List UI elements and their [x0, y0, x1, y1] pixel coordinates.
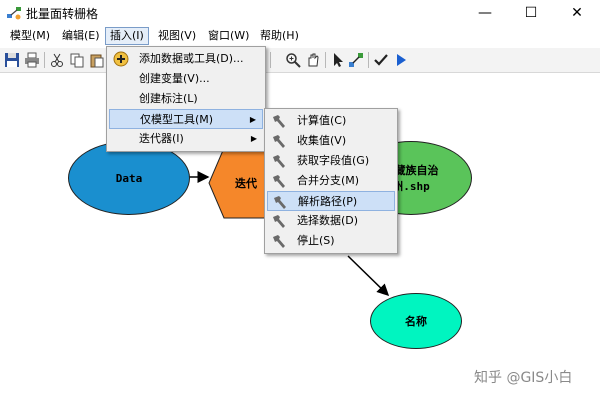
output-to-name-arrow [347, 255, 390, 297]
connect-icon[interactable] [348, 52, 364, 68]
hammer-icon [273, 155, 285, 168]
save-icon[interactable] [4, 52, 20, 68]
connector-lines [188, 171, 390, 297]
maximize-button[interactable]: ☐ [524, 5, 538, 21]
pan-hand-icon[interactable] [305, 52, 321, 68]
submenu-arrow-icon: ▶ [249, 115, 256, 124]
hammer-icon [274, 196, 286, 209]
menu-item-label: 停止(S) [297, 234, 335, 247]
menu-item-add-data[interactable]: 添加数据或工具(D)... [109, 49, 263, 69]
watermark: 知乎 @GIS小白 [474, 370, 573, 386]
zoom-in-icon[interactable] [285, 52, 301, 68]
paste-icon[interactable] [89, 52, 105, 68]
minimize-button[interactable]: — [478, 5, 492, 21]
window-title: 批量面转栅格 [26, 7, 99, 21]
toolbar [0, 48, 600, 73]
model-only-tools-menu: 计算值(C) 收集值(V) 获取字段值(G) 合并分支(M) 解析路径(P) 选… [264, 108, 398, 254]
output-node-label-line2: 州.shp [392, 180, 430, 193]
copy-icon[interactable] [69, 52, 85, 68]
print-icon[interactable] [24, 52, 40, 68]
menu-item-label: 解析路径(P) [298, 195, 358, 208]
menu-window[interactable]: 窗口(W) [208, 29, 250, 42]
menu-item-label: 迭代器(I) [139, 132, 184, 145]
menu-item-label: 计算值(C) [297, 114, 347, 127]
menu-insert[interactable]: 插入(I) [105, 27, 149, 45]
menu-item-label: 合并分支(M) [297, 174, 360, 187]
cut-icon[interactable] [49, 52, 65, 68]
menu-item-label: 创建标注(L) [139, 92, 198, 105]
menu-item-iterators[interactable]: 迭代器(I) ▶ [109, 129, 263, 149]
menu-model[interactable]: 模型(M) [10, 29, 51, 42]
menu-edit[interactable]: 编辑(E) [62, 29, 100, 42]
menu-item-collect-values[interactable]: 收集值(V) [267, 131, 395, 151]
hammer-icon [273, 175, 285, 188]
menu-bar: 模型(M) 编辑(E) 插入(I) 视图(V) 窗口(W) 帮助(H) [0, 26, 600, 46]
data-node[interactable]: Data [68, 141, 190, 215]
name-node-label: 名称 [405, 315, 427, 328]
toolbar-separator [44, 52, 45, 68]
hammer-icon [273, 115, 285, 128]
menu-item-label: 仅模型工具(M) [140, 113, 214, 126]
data-node-label: Data [115, 171, 143, 185]
close-button[interactable]: ✕ [571, 5, 583, 21]
toolbar-separator [368, 52, 369, 68]
menu-item-model-only-tools[interactable]: 仅模型工具(M) ▶ [109, 109, 263, 129]
menu-item-label: 添加数据或工具(D)... [139, 52, 244, 65]
toolbar-separator [325, 52, 326, 68]
menu-item-select-data[interactable]: 选择数据(D) [267, 211, 395, 231]
hammer-icon [273, 215, 285, 228]
menu-item-label: 获取字段值(G) [297, 154, 370, 167]
toolbar-separator [270, 52, 271, 68]
menu-item-merge-branch[interactable]: 合并分支(M) [267, 171, 395, 191]
menu-help[interactable]: 帮助(H) [260, 29, 299, 42]
menu-item-parse-path[interactable]: 解析路径(P) [267, 191, 395, 211]
model-builder-icon [7, 7, 21, 20]
menu-item-create-label[interactable]: 创建标注(L) [109, 89, 263, 109]
menu-item-calculate-value[interactable]: 计算值(C) [267, 111, 395, 131]
hammer-icon [273, 235, 285, 248]
menu-item-label: 选择数据(D) [297, 214, 359, 227]
menu-item-get-field-value[interactable]: 获取字段值(G) [267, 151, 395, 171]
menu-view[interactable]: 视图(V) [158, 29, 197, 42]
menu-item-label: 收集值(V) [297, 134, 347, 147]
validate-check-icon[interactable] [373, 52, 389, 68]
plus-icon [113, 51, 129, 67]
iterator-node-label-wrap: 迭代 [226, 147, 266, 219]
insert-menu: 添加数据或工具(D)... 创建变量(V)... 创建标注(L) 仅模型工具(M… [106, 46, 266, 152]
menu-item-stop[interactable]: 停止(S) [267, 231, 395, 251]
submenu-arrow-icon: ▶ [250, 134, 257, 143]
select-pointer-icon[interactable] [330, 52, 346, 68]
name-node[interactable]: 名称 [370, 293, 462, 349]
title-bar: 批量面转栅格 — ☐ ✕ [0, 0, 600, 26]
hammer-icon [273, 135, 285, 148]
menu-item-create-variable[interactable]: 创建变量(V)... [109, 69, 263, 89]
run-icon[interactable] [393, 52, 409, 68]
iterator-node-label: 迭代 [235, 177, 257, 190]
menu-item-label: 创建变量(V)... [139, 72, 210, 85]
